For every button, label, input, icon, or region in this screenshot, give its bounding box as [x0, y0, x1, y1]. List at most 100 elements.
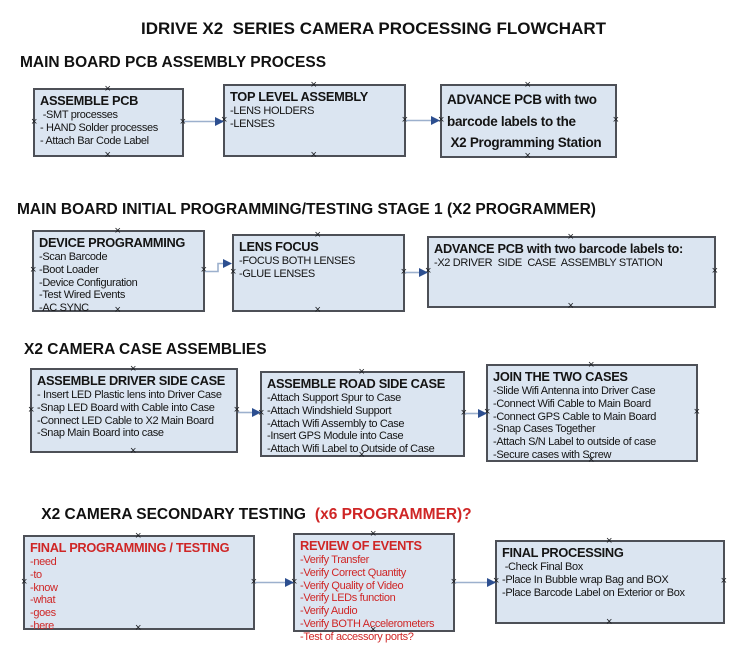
step-item: -Place In Bubble wrap Bag and BOX	[502, 573, 669, 586]
anchor-x-icon: ×	[720, 575, 727, 587]
flow-box-advance-to-programming-station: ×××× ADVANCE PCB with two barcode labels…	[438, 80, 619, 162]
flow-box-lens-focus: ×××× LENS FOCUS -FOCUS BOTH LENSES -GLUE…	[230, 230, 407, 316]
box-title: FINAL PROGRAMMING / TESTING	[30, 540, 230, 555]
flow-box-advance-to-driver-side-station: × × × × ADVANCE PCB with two barcode labels…	[425, 232, 718, 312]
step-item: -Boot Loader	[39, 263, 99, 276]
flow-box-assemble-road-side-case: ×××× ASSEMBLE ROAD SIDE CASE -Attach Sup…	[258, 367, 467, 461]
box-title: ADVANCE PCB with two barcode labels to t…	[447, 92, 602, 151]
step-item: -LENS HOLDERS	[230, 104, 315, 117]
step-item: -Scan Barcode	[39, 250, 108, 263]
flow-box-final-programming-testing: × × × × FINAL PROGRAMMING / TESTING -need -…	[21, 531, 257, 634]
flow-box-assemble-driver-side-case: ×××× ASSEMBLE DRIVER SIDE CASE - Insert …	[28, 364, 240, 457]
step-item: -Connect GPS Cable to Main Board	[493, 410, 657, 423]
flow-arrow-icon	[406, 116, 440, 125]
box-title: TOP LEVEL ASSEMBLY	[230, 89, 369, 104]
anchor-x-icon: ×	[460, 407, 467, 419]
step-item: -Verify LEDs function	[300, 592, 396, 605]
anchor-x-icon: ×	[221, 113, 228, 126]
anchor-x-icon: ×	[30, 264, 37, 276]
anchor-x-icon: ×	[711, 265, 718, 277]
flow-box-assemble-pcb: ×××× ASSEMBLE PCB -SMT processes - HAND …	[31, 84, 186, 161]
anchor-x-icon: ×	[28, 403, 35, 416]
step-item: -Snap Main Board into case	[37, 427, 164, 440]
box-title: ADVANCE PCB with two barcode labels to:	[434, 241, 683, 256]
anchor-x-icon: ×	[588, 359, 595, 371]
section-heading-pcb-assembly: MAIN BOARD PCB ASSEMBLY PROCESS	[20, 54, 327, 71]
step-item: -GLUE LENSES	[239, 267, 315, 280]
anchor-x-icon: ×	[114, 304, 121, 316]
flow-arrow-elbow-icon	[205, 259, 232, 273]
step-item: -LENSES	[230, 117, 275, 130]
anchor-x-icon: ×	[401, 113, 408, 126]
anchor-x-icon: ×	[524, 150, 531, 162]
step-item: -X2 DRIVER SIDE CASE ASSEMBLY STATION	[434, 256, 663, 269]
page-title: IDRIVE X2 SERIES CAMERA PROCESSING FLOWC…	[140, 19, 607, 38]
box-title: ASSEMBLE ROAD SIDE CASE	[267, 376, 445, 391]
step-item: -Snap Cases Together	[493, 423, 596, 436]
anchor-x-icon: ×	[310, 79, 317, 91]
anchor-x-icon: ×	[612, 114, 619, 126]
flow-arrow-icon	[465, 409, 487, 418]
step-item: -Attach Wifi Assembly to Case	[267, 417, 405, 430]
step-item: -Secure cases with Screw	[493, 448, 612, 461]
box-title: ASSEMBLE DRIVER SIDE CASE	[37, 373, 226, 388]
box-title: ASSEMBLE PCB	[40, 93, 139, 108]
step-item: -Connect LED Cable to X2 Main Board	[37, 414, 214, 427]
step-item: -Verify Transfer	[300, 553, 369, 566]
anchor-x-icon: ×	[130, 363, 137, 375]
anchor-x-icon: ×	[606, 616, 613, 628]
section-heading-secondary-testing: X2 CAMERA SECONDARY TESTING(x6 PROGRAMME…	[24, 488, 472, 542]
step-item: -Insert GPS Module into Case	[267, 430, 404, 443]
step-item: -goes	[30, 607, 56, 620]
box-title: LENS FOCUS	[239, 239, 319, 254]
step-item: -Attach Support Spur to Case	[267, 391, 401, 404]
step-item: -what	[30, 594, 56, 607]
step-item: -Snap LED Board with Cable into Case	[37, 401, 215, 414]
step-item: -need	[30, 555, 57, 568]
step-item: -Verify Correct Quantity	[300, 566, 406, 579]
step-item: -Connect Wifi Cable to Main Board	[493, 397, 651, 410]
step-item: -Device Configuration	[39, 276, 138, 289]
anchor-x-icon: ×	[493, 575, 500, 587]
anchor-x-icon: ×	[450, 575, 457, 588]
anchor-x-icon: ×	[588, 454, 595, 466]
anchor-x-icon: ×	[104, 149, 111, 161]
anchor-x-icon: ×	[567, 300, 574, 312]
anchor-x-icon: ×	[314, 304, 321, 316]
anchor-x-icon: ×	[21, 575, 28, 588]
step-item: -Verify BOTH Accelerometers	[300, 617, 435, 630]
step-item: -Test of accessory ports?	[300, 630, 414, 643]
anchor-x-icon: ×	[400, 266, 407, 278]
step-item: -Verify Quality of Video	[300, 579, 404, 592]
anchor-x-icon: ×	[135, 530, 142, 542]
step-item: -to	[30, 568, 42, 581]
anchor-x-icon: ×	[438, 114, 445, 126]
anchor-x-icon: ×	[31, 115, 38, 128]
step-item: -SMT processes	[40, 108, 118, 121]
anchor-x-icon: ×	[567, 231, 574, 243]
anchor-x-icon: ×	[358, 366, 365, 378]
anchor-x-icon: ×	[425, 265, 432, 277]
step-item: -FOCUS BOTH LENSES	[239, 254, 355, 267]
flow-arrow-icon	[455, 578, 496, 587]
section-heading-initial-programming: MAIN BOARD INITIAL PROGRAMMING/TESTING S…	[17, 201, 596, 218]
step-item: -Verify Audio	[300, 605, 358, 618]
anchor-x-icon: ×	[314, 229, 321, 241]
anchor-x-icon: ×	[484, 406, 491, 418]
box-title: JOIN THE TWO CASES	[493, 369, 628, 384]
anchor-x-icon: ×	[250, 575, 257, 588]
step-item: -Slide Wifi Antenna into Driver Case	[493, 384, 656, 397]
box-title: DEVICE PROGRAMMING	[39, 235, 186, 250]
flow-box-review-of-events: ×××× REVIEW OF EVENTS -Verify Transfer -…	[291, 529, 457, 643]
step-item: -Check Final Box	[502, 560, 584, 573]
flow-arrow-icon	[255, 578, 294, 587]
section-heading-red-suffix: (x6 PROGRAMMER)?	[314, 506, 472, 523]
anchor-x-icon: ×	[200, 264, 207, 276]
anchor-x-icon: ×	[135, 622, 142, 634]
flow-box-top-level-assembly: ×××× TOP LEVEL ASSEMBLY -LENS HOLDERS -L…	[221, 80, 408, 161]
anchor-x-icon: ×	[179, 115, 186, 128]
flow-arrow-icon	[184, 117, 224, 126]
step-item: -AC SYNC	[39, 302, 89, 315]
anchor-x-icon: ×	[693, 406, 700, 418]
